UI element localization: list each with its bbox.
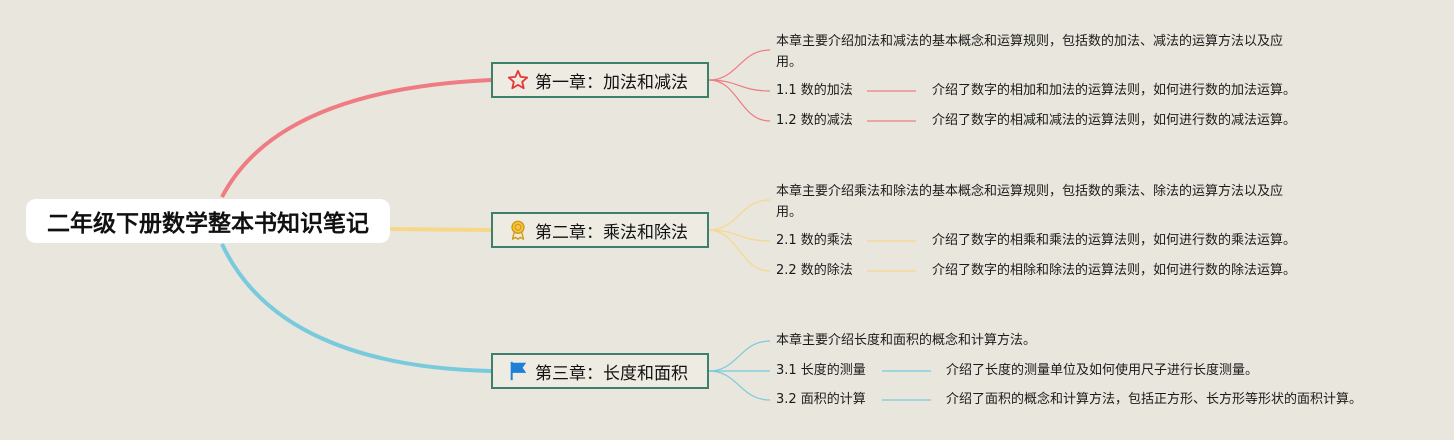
section-2-1-label: 2.1 数的乘法 bbox=[776, 233, 853, 248]
root-link-ch1 bbox=[220, 78, 492, 198]
section-1-1-label: 1.1 数的加法 bbox=[776, 83, 853, 98]
root-title: 二年级下册数学整本书知识笔记 bbox=[47, 211, 369, 237]
ch2-link-s1 bbox=[708, 229, 771, 242]
chapter-node-1[interactable]: 第一章：加法和减法 bbox=[491, 62, 709, 98]
section-1-2-label: 1.2 数的减法 bbox=[776, 113, 853, 128]
chapter-title: 第一章：加法和减法 bbox=[535, 72, 688, 93]
ch3-link-summary bbox=[708, 340, 771, 372]
chapter-title: 第三章：长度和面积 bbox=[535, 363, 688, 384]
section-1-2-desc: 介绍了数字的相减和减法的运算法则，如何进行数的减法运算。 bbox=[932, 113, 1297, 128]
ch2-link-summary bbox=[708, 199, 771, 231]
section-2-2-desc: 介绍了数字的相除和除法的运算法则，如何进行数的除法运算。 bbox=[932, 263, 1297, 278]
section-3-2-desc: 介绍了面积的概念和计算方法，包括正方形、长方形等形状的面积计算。 bbox=[946, 392, 1363, 407]
section-1-1-desc: 介绍了数字的相加和加法的运算法则，如何进行数的加法运算。 bbox=[932, 83, 1297, 98]
star-icon bbox=[507, 69, 529, 91]
ch1-link-s1 bbox=[708, 79, 771, 92]
section-3-2-label: 3.2 面积的计算 bbox=[776, 392, 866, 407]
ch1-link-summary bbox=[708, 49, 771, 81]
section-2-1-desc: 介绍了数字的相乘和乘法的运算法则，如何进行数的乘法运算。 bbox=[932, 233, 1297, 248]
ch1-link-s2 bbox=[708, 79, 771, 122]
chapter-1-summary: 本章主要介绍加法和减法的基本概念和运算规则，包括数的加法、减法的运算方法以及应用… bbox=[776, 34, 1284, 70]
flag-icon bbox=[507, 360, 529, 382]
section-3-1-label: 3.1 长度的测量 bbox=[776, 363, 866, 378]
ch2-link-s2 bbox=[708, 229, 771, 272]
chapter-node-2[interactable]: 第二章：乘法和除法 bbox=[491, 212, 709, 248]
root-node[interactable]: 二年级下册数学整本书知识笔记 bbox=[26, 199, 390, 243]
section-2-2-label: 2.2 数的除法 bbox=[776, 263, 853, 278]
medal-icon bbox=[507, 219, 529, 241]
chapter-node-3[interactable]: 第三章：长度和面积 bbox=[491, 353, 709, 389]
root-link-ch2 bbox=[389, 227, 492, 232]
chapter-title: 第二章：乘法和除法 bbox=[535, 222, 688, 243]
root-link-ch3 bbox=[220, 243, 492, 373]
section-3-1-desc: 介绍了长度的测量单位及如何使用尺子进行长度测量。 bbox=[946, 363, 1259, 378]
chapter-2-summary: 本章主要介绍乘法和除法的基本概念和运算规则，包括数的乘法、除法的运算方法以及应用… bbox=[776, 184, 1284, 220]
chapter-3-summary: 本章主要介绍长度和面积的概念和计算方法。 bbox=[776, 333, 1037, 348]
ch3-link-s2 bbox=[708, 370, 771, 401]
